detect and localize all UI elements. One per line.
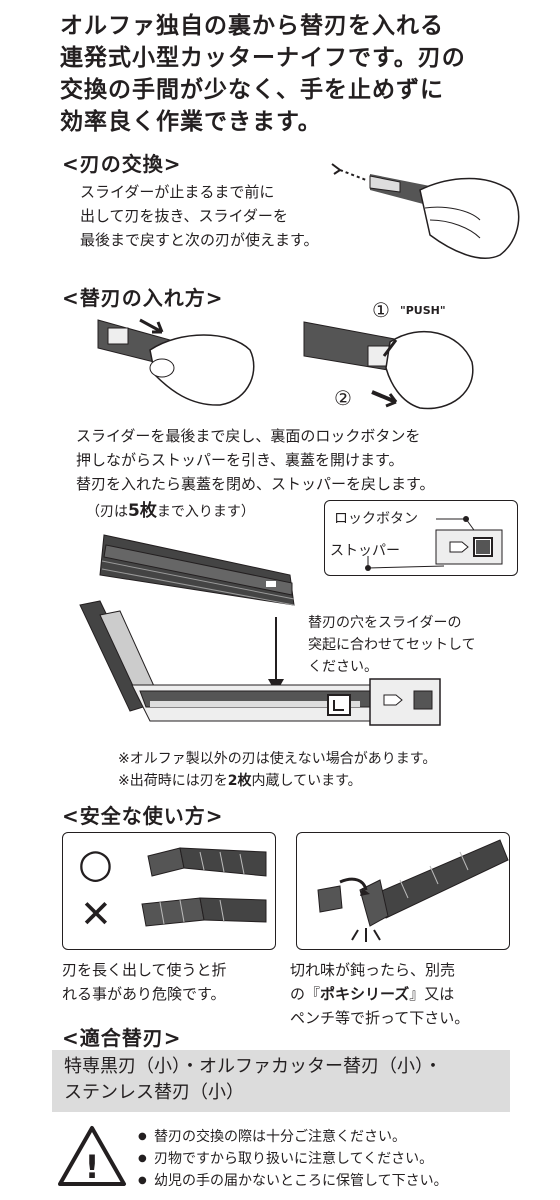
compatible-blades-box: 特専黒刃（小）・オルファカッター替刃（小）・ ステンレス替刃（小） [52,1050,510,1112]
safe-use-left-illustration [141,847,267,927]
insert-step-illustration-left [97,318,255,406]
blade-change-illustration [331,163,520,259]
note-shipping-prefix: ※出荷時には刃を [118,773,228,789]
blade-change-line-3: 最後まで戻すと次の刃が使えます。 [80,231,319,249]
open-cutter [79,600,441,726]
capacity-prefix: （刃は [86,504,128,520]
left-caption-line-1: 刃を長く出して使うと折 [62,961,227,979]
blade-change-line-1: スライダーが止まるまで前に [80,183,275,201]
intro-line-1: オルファ独自の裏から替刃を入れる [60,13,444,39]
stopper-label: ストッパー [330,543,400,559]
intro-line-4: 効率良く作業できます。 [60,109,322,135]
blade-insert-heading: <替刃の入れ方> [62,286,224,310]
blade-notes: ※オルファ製以外の刃は使えない場合があります。 ※出荷時には刃を2枚内蔵していま… [118,748,538,792]
blade-insert-line-1: スライダーを最後まで戻し、裏面のロックボタンを [76,427,421,445]
intro-text: オルファ独自の裏から替刃を入れる 連発式小型カッターナイフです。刃の 交換の手間… [60,10,520,138]
warning-icon: ! [58,1126,126,1186]
step-1-number: ① [372,298,390,322]
slider-note: 替刃の穴をスライダーの 突起に合わせてセットして ください。 [308,612,528,678]
insert-step-illustration-right [303,321,474,410]
slider-note-line-1: 替刃の穴をスライダーの [308,615,462,631]
note-shipping-value: 2枚 [227,773,252,789]
compatible-heading: <適合替刃> [62,1026,182,1050]
slider-note-line-3: ください。 [308,659,378,675]
note-non-olfa-blades: ※オルファ製以外の刃は使えない場合があります。 [118,751,437,767]
warning-item: 替刃の交換の際は十分ご注意ください。 [138,1126,548,1148]
left-caption-line-2: れる事があり危険です。 [62,985,226,1003]
safe-use-right-panel [296,832,510,950]
right-caption-line-2-suffix: 』又は [409,985,455,1003]
blade-change-line-2: 出して刃を抜き、スライダーを [80,207,288,225]
warning-item: 刃物ですから取り扱いに注意してください。 [138,1148,548,1170]
capacity-value: 5枚 [128,501,157,521]
lock-stopper-callout [324,500,518,576]
right-caption-line-2: の『ポキシリーズ』又は [290,982,520,1006]
safe-use-right-caption: 切れ味が鈍ったら、別売 の『ポキシリーズ』又は ペンチ等で折って下さい。 [290,958,520,1030]
blade-change-heading: <刃の交換> [62,152,182,176]
blade-change-text: スライダーが止まるまで前に 出して刃を抜き、スライダーを 最後まで戻すと次の刃が… [80,180,380,252]
right-caption-line-1: 切れ味が鈍ったら、別売 [290,961,456,979]
compatible-line-2: ステンレス替刃（小） [64,1082,244,1103]
blade-capacity: （刃は5枚まで入ります） [86,500,255,523]
blade-insert-line-2: 押しながらストッパーを引き、裏蓋を開けます。 [76,451,404,469]
right-caption-line-2-prefix: の『 [290,985,321,1003]
compatible-line-1: 特専黒刃（小）・オルファカッター替刃（小）・ [64,1056,442,1077]
warning-list: 替刃の交換の際は十分ご注意ください。 刃物ですから取り扱いに注意してください。 … [138,1126,548,1192]
blade-insert-text: スライダーを最後まで戻し、裏面のロックボタンを 押しながらストッパーを引き、裏蓋… [76,424,546,496]
warning-item: 幼児の手の届かないところに保管して下さい。 [138,1170,548,1192]
ng-mark: ✕ [80,892,112,936]
lock-stopper-diagram [365,516,503,571]
ok-mark: ○ [78,841,113,887]
poki-series-name: ポキシリーズ [320,985,410,1003]
warning-icon-symbol: ! [85,1148,100,1186]
capacity-suffix: まで入ります） [156,504,255,520]
intro-line-2: 連発式小型カッターナイフです。刃の [60,45,466,71]
blade-stack [99,534,295,606]
right-caption-line-3: ペンチ等で折って下さい。 [290,1009,470,1027]
safe-use-heading: <安全な使い方> [62,804,224,828]
safe-use-left-caption: 刃を長く出して使うと折 れる事があり危険です。 [62,958,282,1006]
blade-insert-line-3: 替刃を入れたら裏蓋を閉め、ストッパーを戻します。 [76,475,435,493]
blade-loading-diagram [79,534,441,726]
note-shipping: ※出荷時には刃を2枚内蔵しています。 [118,770,538,792]
slider-note-line-2: 突起に合わせてセットして [308,637,476,653]
lock-button-label: ロックボタン [334,511,418,527]
push-label: "PUSH" [400,304,446,317]
note-shipping-suffix: 内蔵しています。 [251,773,362,789]
safe-use-left-panel [62,832,276,950]
step-2-number: ② [334,386,352,410]
intro-line-3: 交換の手間が少なく、手を止めずに [60,77,444,103]
safe-use-right-illustration [317,839,509,942]
